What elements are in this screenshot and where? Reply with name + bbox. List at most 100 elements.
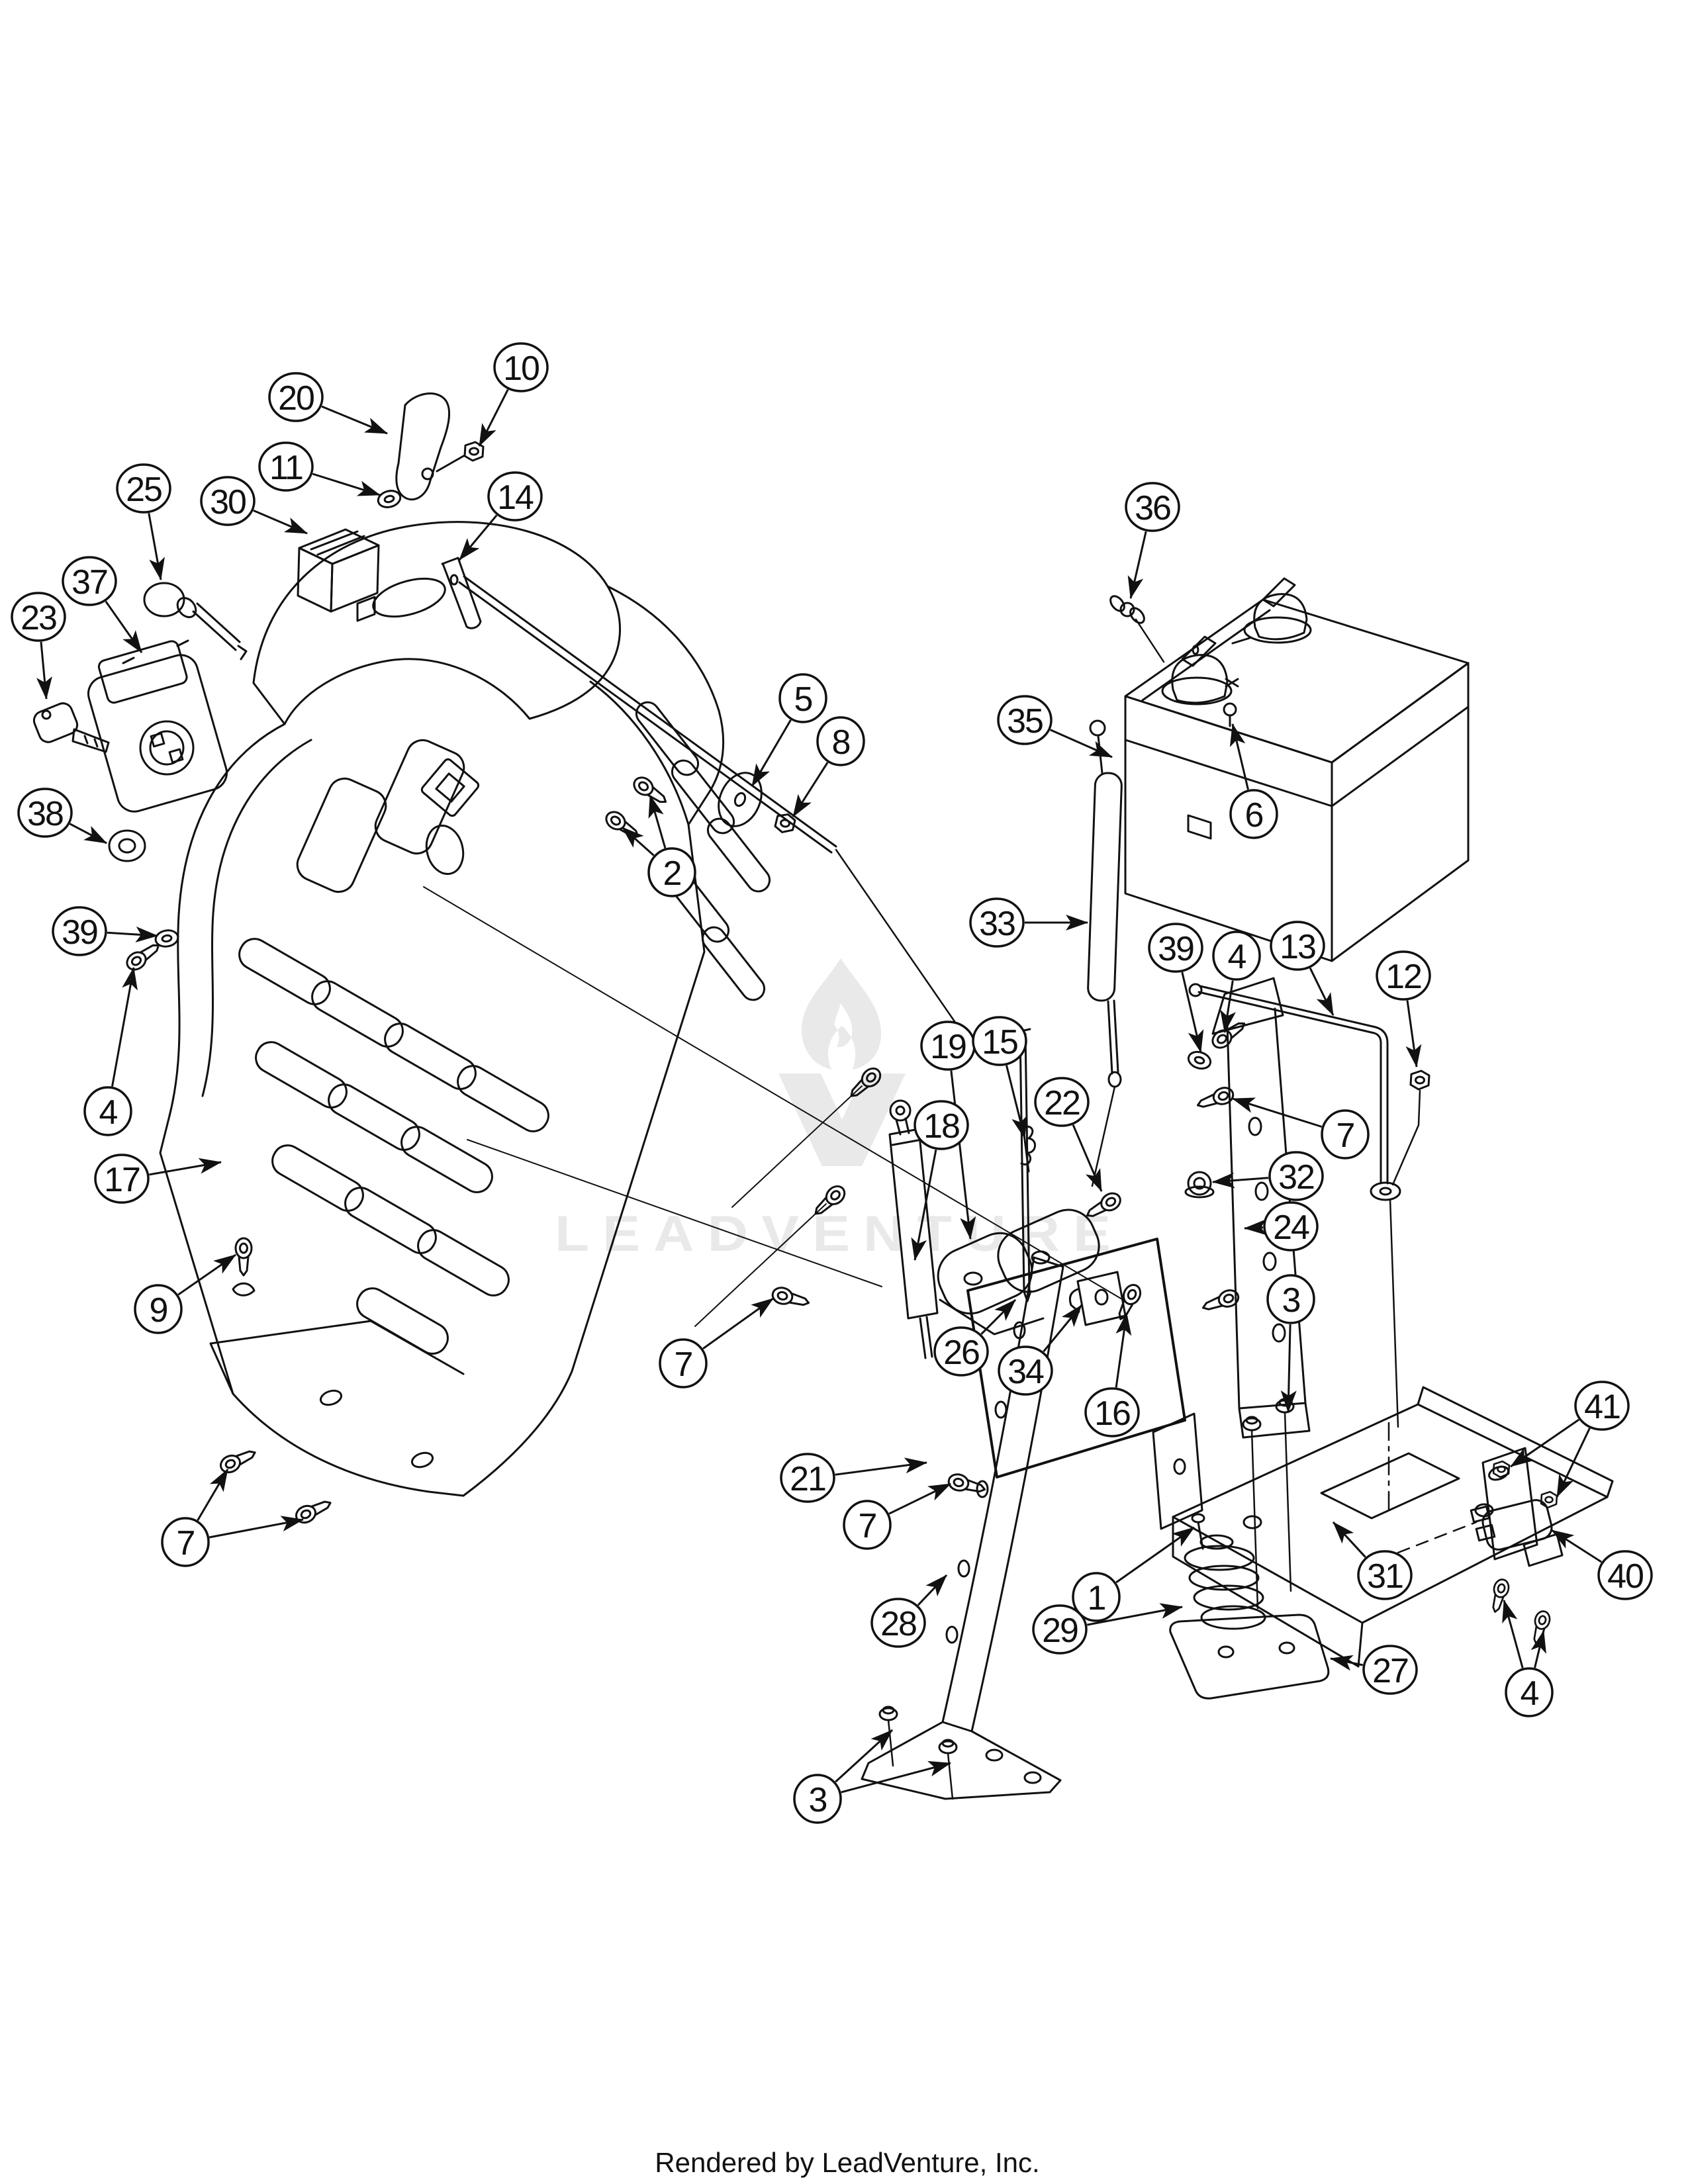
leader-line-41 xyxy=(1556,1428,1591,1498)
part-battery-bolt-6 xyxy=(1223,702,1237,727)
callout-balloon-34: 34 xyxy=(998,1345,1053,1396)
part-battery-rod-13 xyxy=(1188,983,1421,1428)
leader-line-31 xyxy=(1332,1521,1366,1558)
leader-line-36 xyxy=(1127,531,1147,599)
part-bolt-24-lower xyxy=(1199,1287,1242,1316)
callout-balloon-7: 7 xyxy=(161,1517,210,1567)
part-battery-35 xyxy=(1124,577,1470,962)
callout-number-33: 33 xyxy=(979,905,1015,943)
callout-number-7: 7 xyxy=(177,1524,195,1563)
callout-balloon-25: 25 xyxy=(116,463,171,514)
callout-balloon-26: 26 xyxy=(933,1326,989,1377)
callout-balloon-4: 4 xyxy=(83,1086,132,1136)
leader-line-27 xyxy=(1330,1655,1363,1671)
callout-balloon-22: 22 xyxy=(1034,1077,1090,1127)
footer-text: Rendered by LeadVenture, Inc. xyxy=(655,2147,1039,2178)
leader-line-2 xyxy=(648,795,667,848)
leader-line-29 xyxy=(1087,1603,1183,1626)
part-bolt-9 xyxy=(232,1237,256,1297)
callout-balloon-12: 12 xyxy=(1376,950,1431,1001)
part-wing-nut-36 xyxy=(1109,595,1165,663)
callout-balloon-15: 15 xyxy=(972,1016,1027,1066)
part-support-strip-14 xyxy=(441,557,482,629)
callout-balloon-14: 14 xyxy=(487,471,543,522)
leader-line-11 xyxy=(312,473,381,496)
part-bolt-7-leg-lower xyxy=(945,1471,988,1498)
part-relay-module-30 xyxy=(297,528,380,622)
leader-line-21 xyxy=(835,1457,927,1476)
leader-line-3 xyxy=(1280,1324,1297,1413)
leader-line-30 xyxy=(253,510,308,535)
leader-line-38 xyxy=(69,823,107,844)
leader-line-23 xyxy=(36,641,52,700)
callout-balloon-38: 38 xyxy=(17,788,73,838)
callout-balloon-32: 32 xyxy=(1268,1151,1324,1201)
callout-balloon-35: 35 xyxy=(997,695,1053,745)
part-screws-3-tray xyxy=(1242,1398,1295,1610)
callout-balloon-5: 5 xyxy=(778,673,827,723)
callout-balloon-39: 39 xyxy=(1148,923,1203,973)
part-heat-shield xyxy=(966,1238,1186,1479)
callout-number-2: 2 xyxy=(663,854,681,893)
leader-line-20 xyxy=(321,405,388,435)
callout-number-11: 11 xyxy=(269,449,303,487)
leader-line-10 xyxy=(478,388,509,447)
leader-line-34 xyxy=(1043,1304,1083,1353)
callout-balloon-7: 7 xyxy=(1321,1109,1370,1160)
leader-line-17 xyxy=(149,1158,222,1176)
leader-line-40 xyxy=(1551,1529,1603,1563)
callout-number-20: 20 xyxy=(278,379,314,418)
callout-balloon-20: 20 xyxy=(268,372,324,422)
part-latch-plate-34 xyxy=(1068,1271,1127,1326)
console-vent-slots xyxy=(238,938,549,1355)
leader-line-4 xyxy=(1220,980,1236,1033)
callout-number-7: 7 xyxy=(1336,1116,1354,1155)
callout-balloon-8: 8 xyxy=(816,716,865,766)
callout-number-15: 15 xyxy=(982,1023,1017,1062)
callout-number-30: 30 xyxy=(210,483,246,522)
callout-balloon-31: 31 xyxy=(1357,1550,1413,1600)
leader-line-4 xyxy=(111,967,138,1087)
part-support-rod xyxy=(458,575,960,1028)
callout-balloon-37: 37 xyxy=(62,556,117,606)
callout-balloon-24: 24 xyxy=(1263,1201,1319,1251)
callout-balloon-39: 39 xyxy=(52,906,107,956)
watermark-text: LEADVENTURE xyxy=(555,1206,1124,1262)
callout-number-22: 22 xyxy=(1044,1084,1080,1122)
leader-lines xyxy=(36,388,1603,1794)
callout-number-28: 28 xyxy=(880,1605,916,1643)
leader-line-28 xyxy=(917,1574,948,1606)
callout-balloon-7: 7 xyxy=(843,1500,892,1550)
callout-number-35: 35 xyxy=(1007,702,1043,741)
part-dash-console xyxy=(159,521,771,1497)
leader-line-32 xyxy=(1212,1172,1269,1189)
callout-number-3: 3 xyxy=(1282,1281,1300,1320)
callout-number-27: 27 xyxy=(1372,1652,1408,1690)
leader-line-6 xyxy=(1229,723,1249,790)
callout-number-7: 7 xyxy=(859,1507,876,1545)
leader-line-7 xyxy=(1232,1097,1323,1128)
leadventure-flame-icon xyxy=(778,958,906,1166)
part-flange-nut-32 xyxy=(1184,1171,1215,1199)
callout-number-37: 37 xyxy=(71,563,107,602)
callout-balloon-10: 10 xyxy=(493,342,549,392)
callout-number-1: 1 xyxy=(1088,1579,1105,1617)
callout-balloon-41: 41 xyxy=(1574,1381,1630,1431)
callout-balloon-19: 19 xyxy=(920,1021,976,1071)
part-support-leg-21 xyxy=(861,1256,1064,1800)
leader-line-7 xyxy=(209,1516,304,1539)
leader-line-25 xyxy=(148,513,165,580)
leader-line-15 xyxy=(1006,1065,1027,1139)
leader-line-12 xyxy=(1405,1000,1422,1068)
watermark: LEADVENTURE xyxy=(555,958,1124,1262)
part-projection-lines xyxy=(423,886,1126,1327)
callout-balloon-11: 11 xyxy=(258,441,314,492)
callout-number-24: 24 xyxy=(1273,1208,1309,1247)
callout-number-40: 40 xyxy=(1607,1557,1643,1596)
part-spring-29 xyxy=(1184,1534,1266,1630)
callout-balloon-2: 2 xyxy=(647,847,696,897)
callout-number-21: 21 xyxy=(790,1460,825,1498)
callout-number-31: 31 xyxy=(1367,1557,1403,1596)
